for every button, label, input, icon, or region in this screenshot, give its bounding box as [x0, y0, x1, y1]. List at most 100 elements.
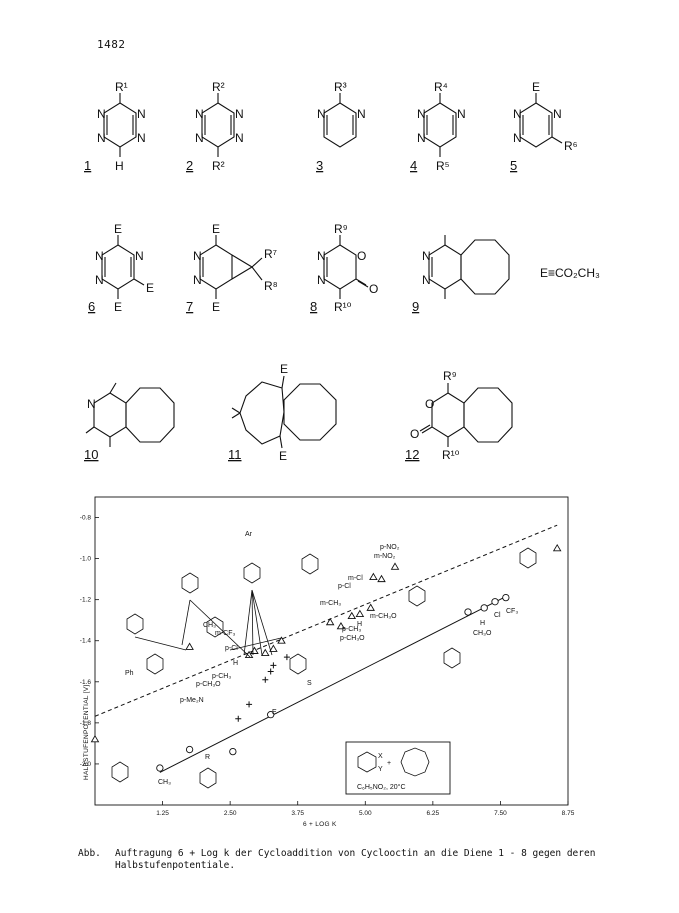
- compound-2-number: 2: [186, 158, 193, 173]
- caption-line-1: Auftragung 6 + Log k der Cycloaddition v…: [115, 848, 596, 859]
- compound-5-top-label: E: [532, 80, 540, 94]
- compound-8-bottom-label: R¹⁰: [334, 300, 352, 314]
- compound-5-right-label: R⁶: [564, 139, 578, 153]
- compound-8-n-atom: N: [317, 273, 326, 287]
- compound-7-n-atom: N: [193, 273, 202, 287]
- data-points: [90, 543, 562, 772]
- compound-7-number: 7: [186, 299, 193, 314]
- inset-reaction-condition: C₆H₅NO₂, 20°C: [357, 783, 406, 791]
- cross-point: [262, 676, 269, 683]
- compound-11-number: 11: [228, 447, 242, 462]
- circle-point: [464, 608, 472, 616]
- reaction-conditions-inset: [345, 741, 451, 795]
- y-tick-label: -1.2: [80, 597, 92, 604]
- compound-11-structure: [231, 375, 337, 449]
- compound-10-structure: [85, 382, 175, 447]
- triangle-point: [366, 603, 375, 611]
- triangle-point: [90, 734, 100, 743]
- compound-1-n-atom: N: [97, 107, 106, 121]
- triangle-point: [390, 562, 400, 570]
- annotation-p-me2n: p-Me₂N: [180, 697, 204, 704]
- compound-10-n-atom: N: [87, 397, 96, 411]
- compound-8-structure: [323, 235, 369, 299]
- compound-12-carbonyl-oxygen: O: [410, 427, 419, 441]
- compound-3-n-atom: N: [317, 107, 326, 121]
- compound-12-structure: [419, 383, 513, 447]
- compound-5-n-atom: N: [553, 107, 562, 121]
- compound-6-n-atom: N: [95, 273, 104, 287]
- compound-5-n-atom: N: [513, 107, 522, 121]
- compound-8-carbonyl-oxygen: O: [369, 282, 378, 296]
- compound-4-structure: [423, 93, 457, 157]
- compound-1-structure: [103, 93, 137, 157]
- compound-9-structure: [428, 235, 510, 299]
- chart-frame: [94, 496, 569, 806]
- compound-7-bottom-label: E: [212, 300, 220, 314]
- compound-11-top-label: E: [280, 362, 288, 376]
- compound-1-n-atom: N: [97, 131, 106, 145]
- compound-12-top-label: R⁹: [443, 369, 457, 383]
- compound-4-n-atom: N: [417, 131, 426, 145]
- annotation-h-3: H: [480, 620, 485, 627]
- triangle-point: [185, 642, 194, 650]
- triangle-point: [269, 644, 278, 652]
- y-tick-label: -1.4: [80, 638, 92, 645]
- compound-2-n-atom: N: [195, 131, 204, 145]
- compound-9-number: 9: [412, 299, 419, 314]
- solid-fit-line: [159, 596, 507, 773]
- annotation-cf3: CF₃: [506, 608, 518, 615]
- inset-x-label: X: [378, 753, 383, 760]
- compound-7-r7-label: R⁷: [264, 247, 277, 261]
- cross-point: [283, 654, 290, 661]
- triangle-point: [325, 617, 335, 626]
- annotation-s: S: [307, 680, 312, 687]
- circle-point: [491, 598, 499, 606]
- triangle-point: [250, 646, 259, 654]
- compound-4-number: 4: [410, 158, 417, 173]
- y-tick-label: -0.8: [80, 515, 92, 522]
- compound-1-n-atom: N: [137, 107, 146, 121]
- y-tick-label: -1.8: [80, 720, 92, 727]
- compound-8-top-label: R⁹: [334, 222, 348, 236]
- compound-1-top-label: R¹: [115, 80, 128, 94]
- compound-3-number: 3: [316, 158, 323, 173]
- caption-label: Abb.: [78, 848, 101, 859]
- caption-line-2: Halbstufenpotentiale.: [115, 860, 236, 871]
- annotation-p-cl-2: p-Cl: [338, 583, 351, 590]
- compound-1-number: 1: [84, 158, 91, 173]
- fit-lines: [94, 524, 558, 773]
- annotation-ch3o: CH₃O: [473, 630, 492, 637]
- compound-8-ring-oxygen: O: [357, 249, 366, 263]
- compound-2-structure: [201, 93, 235, 157]
- compound-7-n-atom: N: [193, 249, 202, 263]
- compound-6-number: 6: [88, 299, 95, 314]
- y-tick-label: -1.0: [80, 556, 92, 563]
- y-tick-label: -1.6: [80, 679, 92, 686]
- circle-point: [185, 745, 194, 754]
- x-tick-label: 8.75: [562, 810, 575, 817]
- triangle-point: [336, 621, 346, 630]
- annotation-ph: Ph: [125, 670, 134, 677]
- circle-point: [267, 711, 275, 719]
- inset-y-label: Y: [378, 766, 383, 773]
- circle-point: [156, 764, 164, 772]
- compound-4-n-atom: N: [457, 107, 466, 121]
- annotation-m-no2: m-NO₂: [374, 553, 396, 560]
- triangle-point: [377, 574, 386, 583]
- compound-6-top-label: E: [114, 222, 122, 236]
- x-tick-label: 3.75: [291, 810, 304, 817]
- compound-3-n-atom: N: [357, 107, 366, 121]
- annotation-p-cl: p-Cl: [225, 645, 238, 652]
- compound-2-n-atom: N: [235, 131, 244, 145]
- triangle-point: [277, 636, 286, 644]
- annotation-p-ch3-b: p-CH₃: [342, 626, 361, 633]
- compound-2-n-atom: N: [235, 107, 244, 121]
- triangle-point: [369, 572, 378, 581]
- circle-point: [502, 593, 510, 602]
- annotation-p-ch3o: p-CH₃O: [196, 681, 221, 688]
- cross-point: [246, 701, 253, 708]
- compound-1-n-atom: N: [137, 131, 146, 145]
- compound-7-r8-label: R⁸: [264, 279, 278, 293]
